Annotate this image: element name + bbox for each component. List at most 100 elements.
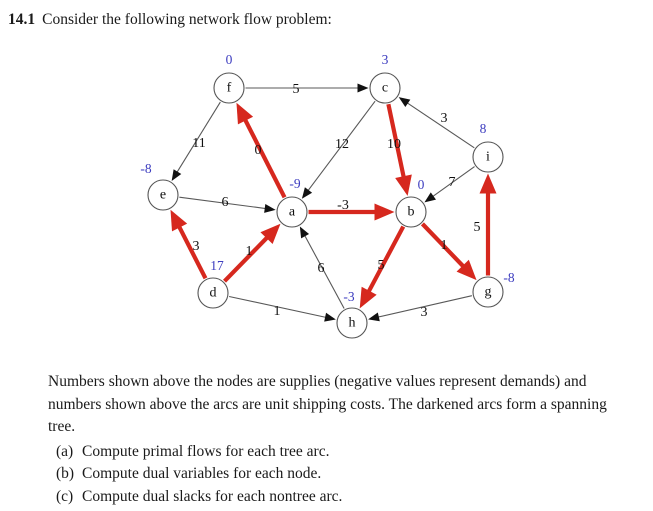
arc-line (176, 101, 221, 173)
arc-cost-label: 1 (441, 238, 448, 253)
node-i: i (472, 141, 504, 173)
node-label: d (210, 286, 217, 301)
subpart-text: Compute dual slacks for each nontree arc… (82, 487, 343, 505)
arrowhead-icon (301, 187, 313, 199)
subpart-text: Compute primal flows for each tree arc. (82, 442, 330, 460)
node-label: i (486, 150, 490, 165)
node-circle (472, 276, 504, 308)
arc-f-e (171, 101, 221, 181)
arc-line (307, 100, 376, 192)
node-label: a (289, 205, 296, 220)
arc-cost-label: 5 (378, 258, 385, 273)
arc-cost-label: -3 (337, 198, 349, 213)
arrowhead-icon (359, 286, 377, 309)
node-h: h (336, 307, 368, 339)
arc-line (432, 166, 475, 197)
description-block: Numbers shown above the nodes are suppli… (48, 371, 648, 508)
problem-prompt: Consider the following network flow prob… (42, 11, 332, 28)
arc-line (179, 196, 266, 210)
arc-d-a (223, 223, 281, 283)
subpart-label: (c) (56, 487, 74, 505)
node-label: g (485, 285, 492, 300)
node-circle (336, 307, 368, 339)
arc-cost-label: 12 (335, 137, 349, 152)
arc-cost-label: 3 (421, 305, 428, 320)
subpart-text: Compute dual variables for each node. (82, 465, 322, 482)
arc-d-e (170, 209, 208, 280)
arc-line (176, 225, 208, 280)
node-label: h (349, 316, 356, 331)
node-a: a (276, 196, 308, 228)
description-text: Numbers shown above the nodes are suppli… (48, 373, 607, 435)
arrowhead-icon (171, 169, 182, 181)
arc-g-i (479, 173, 497, 276)
arrowhead-icon (260, 223, 281, 245)
arc-i-c (398, 97, 475, 149)
arc-cost-label: 3 (193, 239, 200, 254)
node-b: b (395, 196, 427, 228)
arc-line (377, 295, 473, 318)
arc-line (386, 103, 406, 179)
arc-g-h (368, 295, 473, 322)
arc-cost-label: 7 (449, 175, 456, 190)
arc-e-a (179, 196, 276, 213)
arc-line (366, 225, 406, 294)
arc-line (242, 118, 287, 199)
arc-cost-label: 11 (192, 136, 205, 151)
arrowhead-icon (398, 97, 411, 108)
arc-line (420, 222, 466, 269)
arrowhead-icon (456, 259, 477, 281)
arc-cost-label: 5 (474, 220, 481, 235)
arc-h-a (299, 226, 345, 309)
arc-a-b (308, 203, 395, 221)
arc-cost-label: 3 (441, 111, 448, 126)
arrowhead-icon (395, 174, 412, 196)
arrowhead-icon (424, 192, 436, 203)
subpart-label: (a) (56, 442, 74, 460)
node-supply-label: 3 (382, 52, 389, 67)
node-circle (197, 277, 229, 309)
node-c: c (369, 72, 401, 104)
node-g: g (472, 276, 504, 308)
arc-line (223, 235, 270, 283)
arc-line (229, 295, 327, 318)
arcs-layer (170, 83, 497, 322)
arc-cost-label: 1 (274, 304, 281, 319)
node-circle (147, 179, 179, 211)
arc-c-a (301, 100, 376, 199)
arc-cost-label: 6 (318, 261, 325, 276)
subpart-label: (b) (56, 465, 75, 482)
node-supply-label: 0 (418, 177, 425, 192)
arrowhead-icon (357, 83, 369, 93)
node-d: d (197, 277, 229, 309)
arrowhead-icon (170, 209, 188, 232)
node-supply-label: 17 (210, 258, 224, 273)
node-e: e (147, 179, 179, 211)
node-circle (213, 72, 245, 104)
node-circle (472, 141, 504, 173)
arc-cost-label: 10 (387, 137, 401, 152)
arrowhead-icon (479, 173, 497, 194)
arc-cost-label: 0 (255, 143, 262, 158)
node-circle (276, 196, 308, 228)
arrowhead-icon (368, 312, 380, 322)
node-f: f (213, 72, 245, 104)
arc-cost-label: 6 (222, 195, 229, 210)
arc-i-b (424, 166, 475, 203)
arc-f-c (245, 83, 369, 93)
arrowhead-icon (264, 203, 276, 213)
node-supply-label: -8 (140, 161, 151, 176)
nodes-layer: f c i e a b d g h (147, 72, 504, 339)
node-label: f (227, 81, 232, 96)
arrowhead-icon (324, 312, 336, 322)
node-supply-label: -8 (503, 270, 514, 285)
arc-a-f (236, 102, 287, 199)
node-supply-label: 8 (480, 121, 487, 136)
arc-d-h (229, 295, 336, 322)
node-circle (395, 196, 427, 228)
arrowhead-icon (374, 203, 395, 221)
